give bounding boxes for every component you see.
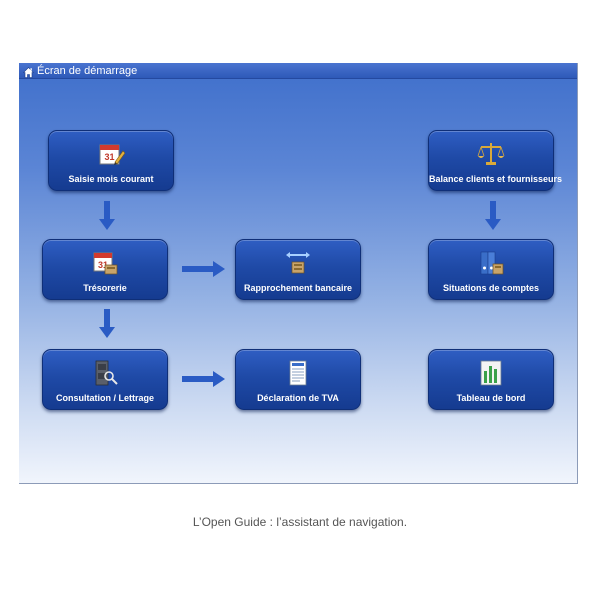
consultation-lettrage-label: Consultation / Lettrage [55,393,154,403]
arrow-down-tresorerie-consultation [99,309,115,338]
tableau-de-bord-label: Tableau de bord [456,393,526,403]
window-titlebar: Écran de démarrage [19,63,577,79]
binders-icon [477,249,505,277]
tresorerie-label: Trésorerie [83,283,127,293]
saisie-mois-courant-button[interactable]: 31 Saisie mois courant [48,130,174,191]
tax-form-icon [284,359,312,387]
situations-de-comptes-button[interactable]: Situations de comptes [428,239,554,300]
scales-icon [477,140,505,168]
consultation-lettrage-button[interactable]: Consultation / Lettrage [42,349,168,410]
arrow-down-balance-situations [485,201,501,230]
window-title: Écran de démarrage [37,64,138,77]
cabinet-magnifier-icon [91,359,119,387]
declaration-tva-label: Déclaration de TVA [257,393,339,403]
bar-chart-icon [477,359,505,387]
tableau-de-bord-button[interactable]: Tableau de bord [428,349,554,410]
arrow-right-consultation-declaration [182,371,225,387]
calendar-pencil-icon: 31 [97,140,126,168]
calendar-money-icon: 31 [91,249,119,277]
declaration-tva-button[interactable]: Déclaration de TVA [235,349,361,410]
home-icon [22,65,35,78]
arrow-right-tresorerie-rapprochement [182,261,225,277]
rapprochement-bancaire-button[interactable]: Rapprochement bancaire [235,239,361,300]
start-screen-window: Écran de démarrage [19,63,578,484]
balance-clients-fournisseurs-label: Balance clients et fournisseurs [429,174,563,184]
situations-de-comptes-label: Situations de comptes [442,283,540,293]
figure-caption: L’Open Guide : l’assistant de navigation… [192,515,408,529]
tresorerie-button[interactable]: 31 Trésorerie [42,239,168,300]
bank-transfer-icon [284,249,312,277]
rapprochement-bancaire-label: Rapprochement bancaire [243,283,353,293]
saisie-mois-courant-label: Saisie mois courant [68,174,154,184]
svg-text:31: 31 [98,260,108,270]
svg-text:31: 31 [104,152,114,162]
balance-clients-fournisseurs-button[interactable]: Balance clients et fournisseurs [428,130,563,191]
arrow-down-saisie-tresorerie [99,201,115,230]
